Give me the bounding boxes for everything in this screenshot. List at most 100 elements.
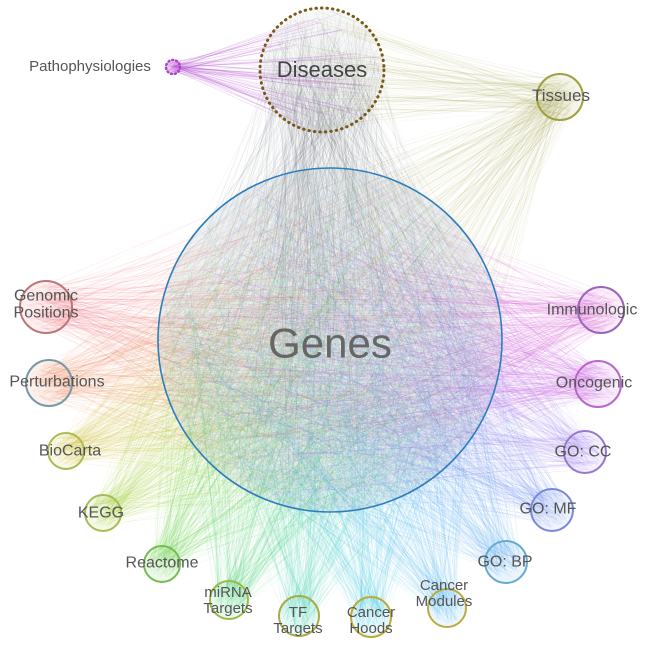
node-circle-genomic_positions[interactable] (19, 280, 73, 334)
edge (232, 408, 385, 592)
edge (43, 339, 265, 366)
edge (317, 22, 321, 267)
edge (194, 113, 554, 385)
edge (235, 347, 462, 594)
edge (177, 98, 281, 328)
edge (240, 324, 423, 607)
edge (264, 94, 571, 402)
edge (409, 89, 563, 489)
edge (54, 357, 371, 454)
edge (381, 64, 429, 316)
edge (173, 65, 265, 86)
edge (172, 445, 197, 567)
edge (168, 12, 343, 71)
edge (294, 54, 308, 392)
edge (334, 52, 557, 87)
edge (320, 49, 569, 111)
edge (61, 313, 246, 453)
edge (40, 292, 326, 406)
node-circle-go_cc[interactable] (563, 430, 607, 474)
edge (115, 308, 246, 513)
edge (172, 373, 403, 554)
edge (302, 59, 332, 171)
node-circle-biocarta[interactable] (47, 432, 85, 470)
edge (60, 392, 437, 402)
node-circle-immunologic[interactable] (577, 286, 625, 334)
edge (278, 100, 569, 484)
edge (67, 424, 248, 458)
edge (373, 92, 573, 305)
edge (340, 83, 558, 87)
edge (288, 112, 307, 404)
edge (168, 411, 340, 575)
edge (162, 250, 259, 575)
node-circle-go_mf[interactable] (530, 488, 574, 532)
edge (73, 202, 294, 445)
edge (52, 311, 222, 315)
edge (311, 54, 352, 391)
edge (376, 63, 436, 248)
edge (164, 308, 292, 563)
edge (65, 307, 238, 338)
edge (48, 201, 308, 314)
edge (372, 81, 449, 245)
edge (323, 28, 459, 231)
edge (31, 187, 275, 292)
edge (423, 113, 558, 281)
node-circle-kegg[interactable] (84, 494, 122, 532)
edge (297, 16, 310, 296)
node-circle-tissues[interactable] (536, 73, 584, 121)
node-circle-mirna_targets[interactable] (209, 580, 249, 620)
edge (103, 335, 491, 511)
edge (326, 93, 359, 451)
edge (61, 344, 267, 394)
node-circle-cancer_hoods[interactable] (350, 596, 392, 638)
node-circle-tf_targets[interactable] (278, 595, 320, 637)
edge (353, 88, 566, 96)
edge (95, 287, 343, 518)
node-circle-perturbations[interactable] (25, 359, 73, 407)
edge (58, 291, 366, 447)
edge (332, 105, 569, 237)
edge (190, 262, 220, 603)
edge (53, 195, 378, 399)
edge (95, 347, 498, 521)
edge (302, 77, 342, 234)
edge (218, 387, 232, 597)
edge (199, 83, 339, 306)
edge (88, 375, 408, 515)
edge (165, 83, 372, 354)
edge (155, 299, 421, 553)
node-circle-pathophysiologies[interactable] (164, 58, 182, 76)
edge (348, 111, 563, 288)
edge (154, 343, 168, 569)
edge (36, 381, 377, 432)
edge (57, 301, 344, 436)
edge (59, 274, 351, 443)
edge (290, 25, 336, 331)
node-circle-go_bp[interactable] (484, 540, 528, 584)
edge (291, 91, 312, 309)
node-circle-genes[interactable] (157, 167, 503, 513)
edge (214, 245, 222, 608)
node-circle-diseases[interactable] (258, 6, 386, 134)
edge (174, 388, 495, 560)
edge (241, 288, 430, 603)
edge (54, 293, 411, 350)
edge-bundles (25, 9, 620, 633)
node-circle-cancer_modules[interactable] (427, 588, 467, 628)
node-circle-oncogenic[interactable] (574, 360, 622, 408)
edge (105, 262, 425, 518)
edge (52, 216, 443, 450)
edge (44, 298, 318, 303)
edge (244, 67, 360, 461)
edge (211, 54, 354, 360)
node-circle-reactome[interactable] (143, 545, 181, 583)
edge (242, 267, 380, 603)
edge (338, 34, 352, 252)
edge (167, 64, 301, 124)
edge (165, 295, 308, 554)
edge (163, 358, 495, 552)
edge (77, 360, 491, 461)
edge (418, 84, 569, 345)
